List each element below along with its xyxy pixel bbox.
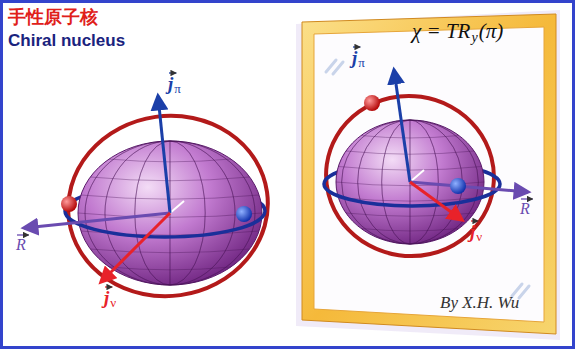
vector-subscript: π [358,56,365,70]
vector-overarrow [521,198,533,199]
origin-mark [170,201,184,213]
nucleus-grid [78,141,262,285]
formula-subscript: y [471,30,477,45]
neutron-particle [236,206,252,222]
proton-particle [364,95,380,111]
vector-symbol: R [16,236,26,254]
nucleus-ellipsoid [78,141,262,285]
chiral-nucleus-left [24,96,280,309]
chiral-nucleus-mirror [316,70,528,267]
j-pi-vector [394,70,410,182]
proton-particle [61,196,77,212]
mirror-glass [314,27,544,322]
signature: By X.H. Wu [440,294,519,313]
vector-overarrow [17,234,29,235]
nucleus-grid [336,120,484,244]
formula: (π) [479,20,504,43]
vector-symbol: j [470,222,475,243]
r-vector [24,213,170,228]
vector-subscript: ν [476,230,482,244]
vector-symbol: j [352,48,357,69]
mirror-glow [296,10,560,340]
j-nu-vector [101,213,170,282]
nucleus-ellipsoid [336,120,484,244]
vector-subscript: π [174,82,181,96]
vector-subscript: ν [110,296,116,310]
origin-mark [410,170,424,182]
neutron-particle [450,178,466,194]
subtitle: Chiral nucleus [8,32,125,51]
vector-symbol: j [104,288,109,309]
j-pi-vector [158,96,170,213]
r-vector [410,182,528,192]
title: 手性原子核 [8,8,98,28]
formula: χ = TR [412,20,470,43]
vector-symbol: R [520,200,530,218]
vector-symbol: j [168,74,173,95]
mirror-frame [302,14,556,334]
vector-arrows [17,47,533,287]
